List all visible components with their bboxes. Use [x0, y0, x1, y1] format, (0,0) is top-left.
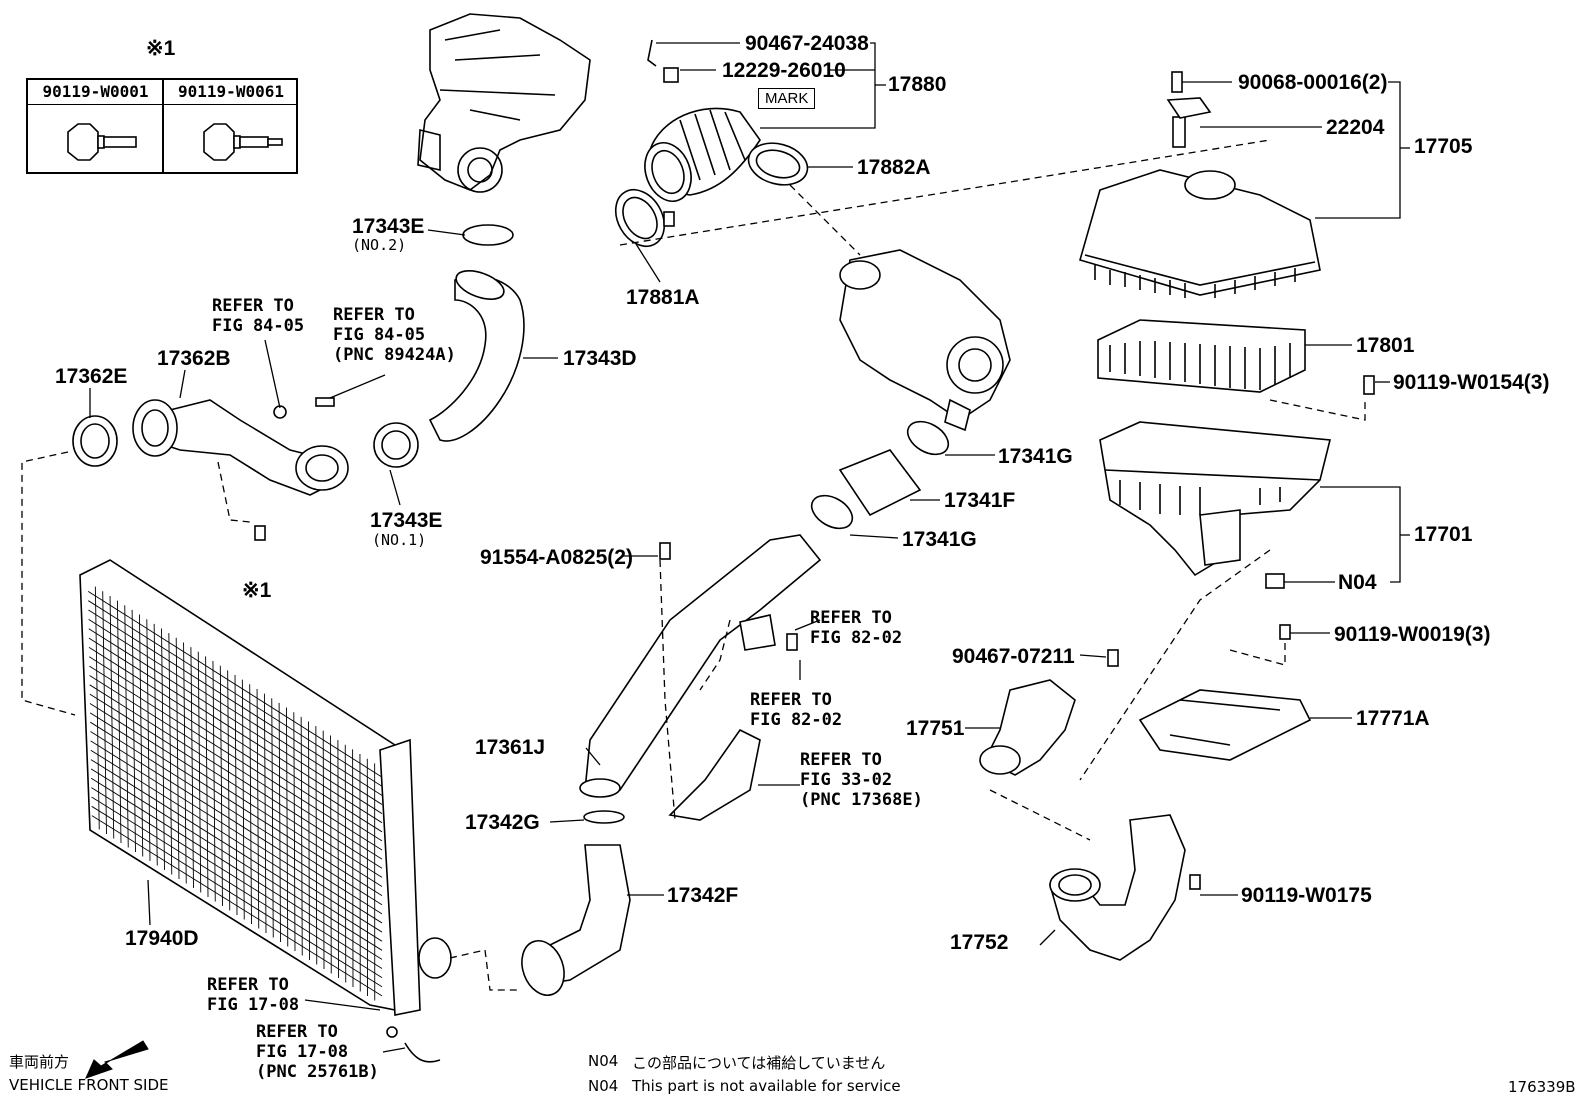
refer-note-84-05-b[interactable]: REFER TO FIG 84-05 (PNC 89424A) [333, 305, 456, 365]
refer-line: REFER TO [800, 750, 882, 770]
label-17341F[interactable]: 17341F [944, 489, 1016, 512]
mark-box: MARK [758, 88, 816, 109]
legend-divider [162, 80, 164, 172]
vehicle-front-jp: 車両前方 [9, 1053, 70, 1071]
turbo-inlet-drawing [839, 249, 1011, 432]
refer-line: FIG 17-08 [207, 995, 300, 1015]
label-90467-24038[interactable]: 90467-24038 [745, 32, 869, 55]
refer-line: FIG 82-02 [810, 628, 903, 648]
flange-bolt-long-icon [203, 123, 283, 161]
label-17343E-no1-sub: (NO.1) [372, 531, 427, 549]
label-17882A[interactable]: 17882A [857, 156, 931, 179]
label-17771A[interactable]: 17771A [1356, 707, 1430, 730]
bolt-legend-table: 90119-W0001 90119-W0061 [26, 78, 298, 174]
label-90467-07211[interactable]: 90467-07211 [952, 645, 1075, 668]
label-17343E-no2[interactable]: 17343E [352, 215, 425, 238]
legend-header-2: 90119-W0061 [164, 80, 298, 105]
figure-id: 176339B [1508, 1078, 1576, 1096]
bracket-17771A-drawing [1138, 689, 1312, 761]
legend-header-1: 90119-W0001 [28, 80, 163, 105]
pipe-17362B-drawing [132, 399, 349, 496]
label-17705[interactable]: 17705 [1414, 135, 1473, 158]
label-22204[interactable]: 22204 [1326, 116, 1385, 139]
label-17341G-bottom[interactable]: 17341G [902, 528, 977, 551]
label-17701[interactable]: 17701 [1414, 523, 1473, 546]
flange-bolt-icon [67, 123, 137, 161]
label-17801[interactable]: 17801 [1356, 334, 1415, 357]
footnote-code-2: N04 [588, 1077, 619, 1095]
air-filter-element-drawing [1097, 319, 1306, 393]
air-hose-17880-drawing [644, 39, 761, 202]
intercooler-17940D-drawing [79, 559, 452, 1016]
refer-line: FIG 84-05 [212, 316, 305, 336]
refer-line: FIG 17-08 [256, 1042, 349, 1062]
refer-line: (PNC 25761B) [256, 1062, 379, 1082]
label-17881A[interactable]: 17881A [626, 286, 700, 309]
refer-note-82-02-b[interactable]: REFER TO FIG 82-02 [750, 690, 842, 730]
footnote-en: This part is not available for service [632, 1077, 901, 1095]
refer-note-17-08-a[interactable]: REFER TO FIG 17-08 [207, 975, 299, 1015]
label-17343E-no2-sub: (NO.2) [352, 236, 407, 254]
leader-lines [89, 42, 1410, 1053]
label-17751[interactable]: 17751 [906, 717, 965, 740]
arrow-left-down-icon [85, 1040, 149, 1079]
pipe-17361J-drawing [579, 534, 822, 798]
label-N04[interactable]: N04 [1338, 571, 1377, 594]
refer-line: REFER TO [750, 690, 832, 710]
refer-line: (PNC 89424A) [333, 345, 456, 365]
label-17362B[interactable]: 17362B [157, 347, 231, 370]
vehicle-front-en: VEHICLE FRONT SIDE [9, 1076, 169, 1094]
refer-line: REFER TO [333, 305, 415, 325]
label-90119-W0154[interactable]: 90119-W0154(3) [1393, 371, 1550, 394]
label-17342G[interactable]: 17342G [465, 811, 540, 834]
refer-line: (PNC 17368E) [800, 790, 923, 810]
refer-line: REFER TO [810, 608, 892, 628]
label-17940D[interactable]: 17940D [125, 927, 199, 950]
footnote-code-1: N04 [588, 1052, 619, 1070]
label-ref-mark-bolt: ※1 [242, 579, 272, 602]
label-17362E[interactable]: 17362E [55, 365, 128, 388]
refer-note-17-08-b[interactable]: REFER TO FIG 17-08 (PNC 25761B) [256, 1022, 379, 1082]
label-90119-W0175[interactable]: 90119-W0175 [1241, 884, 1372, 907]
label-17343D[interactable]: 17343D [563, 347, 637, 370]
air-cleaner-cap-drawing [1079, 169, 1321, 298]
pipe-17343D-drawing [428, 270, 525, 442]
air-cleaner-case-drawing [1099, 421, 1332, 577]
footnote-jp: この部品については補給していません [632, 1054, 886, 1072]
duct-17752-drawing [1048, 814, 1186, 961]
refer-line: FIG 82-02 [750, 710, 843, 730]
label-12229-26010[interactable]: 12229-26010 [722, 59, 846, 82]
refer-line: REFER TO [256, 1022, 338, 1042]
refer-note-84-05-a[interactable]: REFER TO FIG 84-05 [212, 296, 304, 336]
label-17341G-top[interactable]: 17341G [998, 445, 1073, 468]
refer-note-33-02[interactable]: REFER TO FIG 33-02 (PNC 17368E) [800, 750, 923, 810]
refer-line: FIG 33-02 [800, 770, 893, 790]
exhaust-manifold-drawing [417, 13, 591, 193]
refer-note-82-02-a[interactable]: REFER TO FIG 82-02 [810, 608, 902, 648]
label-17342F[interactable]: 17342F [667, 884, 739, 907]
label-17343E-no1[interactable]: 17343E [370, 509, 443, 532]
label-17880[interactable]: 17880 [888, 73, 947, 96]
reference-mark: ※1 [146, 37, 176, 60]
refer-line: REFER TO [207, 975, 289, 995]
hose-17342F-drawing [521, 844, 631, 996]
duct-17751-drawing [979, 679, 1076, 776]
refer-line: FIG 84-05 [333, 325, 426, 345]
refer-line: REFER TO [212, 296, 294, 316]
label-90119-W0019[interactable]: 90119-W0019(3) [1334, 623, 1491, 646]
dashed-connection-lines [21, 139, 1366, 991]
label-17752[interactable]: 17752 [950, 931, 1009, 954]
label-91554-A0825[interactable]: 91554-A0825(2) [480, 546, 633, 569]
label-90068-00016[interactable]: 90068-00016(2) [1238, 71, 1388, 94]
label-17361J[interactable]: 17361J [475, 736, 546, 759]
